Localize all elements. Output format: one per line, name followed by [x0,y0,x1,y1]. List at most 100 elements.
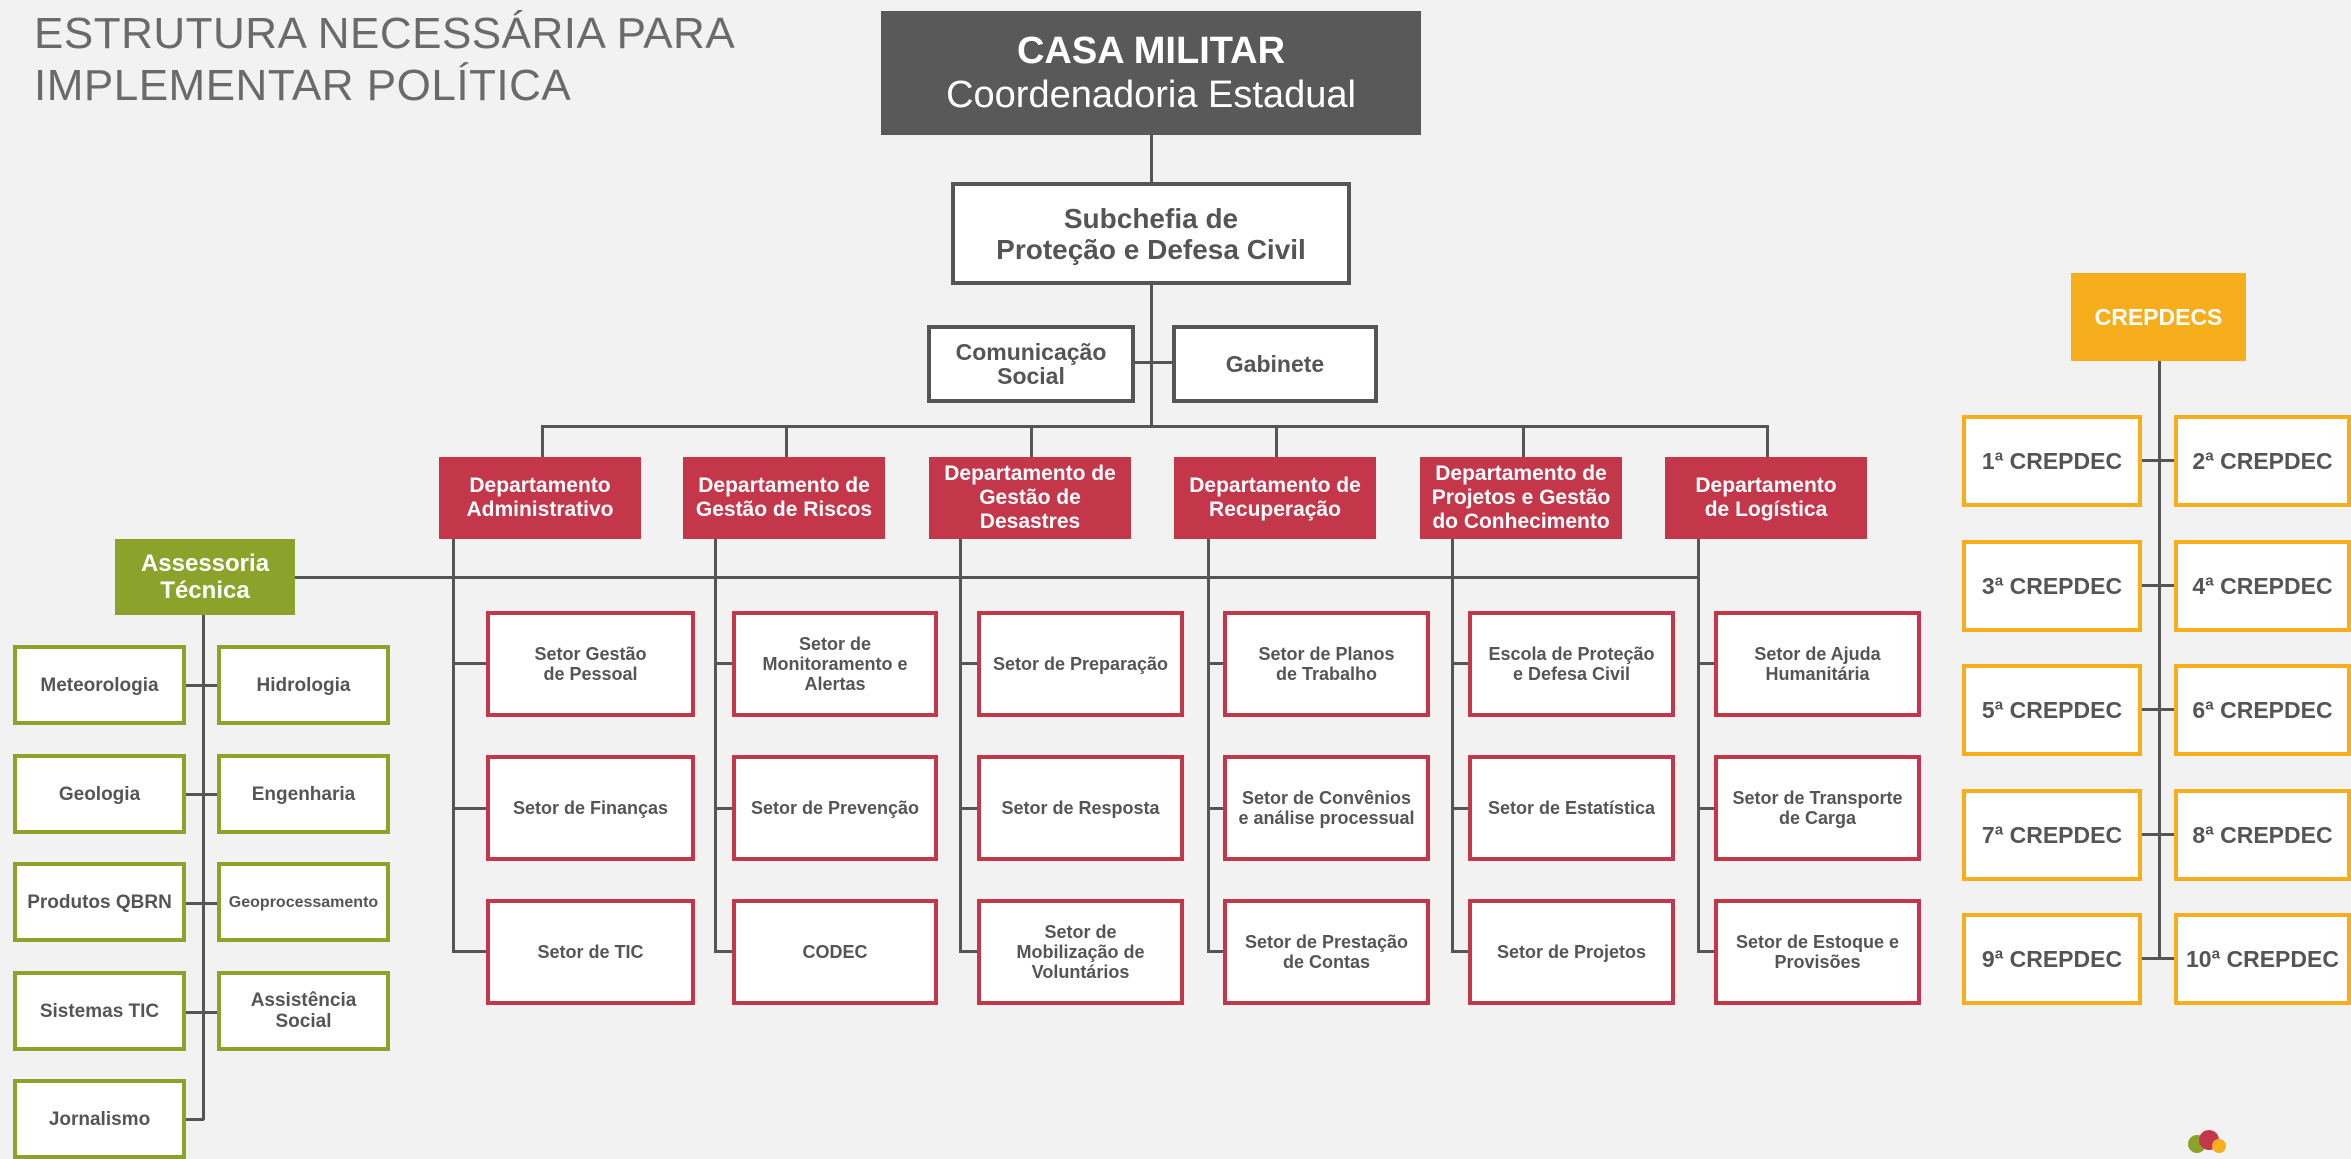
crepdec-label: 3ª CREPDEC [1981,572,2123,599]
comunicacao-line-1: Comunicação [955,339,1107,365]
sector-box: Escola de Proteção e Defesa Civil [1468,611,1675,717]
connector [1697,807,1717,810]
connector [2158,360,2161,960]
sector-box: Setor de Monitoramento e Alertas [732,611,938,717]
assessoria-item-label: Sistemas TIC [39,1000,160,1022]
department-line: do Conhecimento [1432,510,1610,533]
crepdec-label: 6ª CREPDEC [2192,696,2333,723]
sector-line: Escola de Proteção [1488,644,1655,664]
sector-line: e Defesa Civil [1512,664,1631,684]
crepdec-label: 2ª CREPDEC [2192,447,2333,474]
assessoria-item: Hidrologia [217,645,390,725]
department-line: Departamento [469,474,611,497]
sector-line: Humanitária [1765,664,1870,684]
page-title: ESTRUTURA NECESSÁRIA PARA IMPLEMENTAR PO… [34,8,934,112]
connector [1275,425,1278,458]
sector-box: Setor de Resposta [977,755,1184,861]
crepdec-label: 5ª CREPDEC [1981,696,2123,723]
connector [184,902,220,905]
crepdec-item: 6ª CREPDEC [2174,664,2351,756]
sector-box: Setor de TIC [486,899,695,1005]
department-line: Desastres [979,510,1081,533]
department-line: Recuperação [1209,498,1341,521]
connector [184,1011,220,1014]
connector [2140,833,2176,836]
sector-line: Setor de Planos [1258,644,1395,664]
crepdec-label: 10ª CREPDEC [2186,945,2339,972]
connector [714,950,734,953]
sector-box: Setor de Prestação de Contas [1223,899,1430,1005]
page-title-line-1: ESTRUTURA NECESSÁRIA PARA [34,9,736,58]
crepdec-item: 5ª CREPDEC [1962,664,2142,756]
sector-line: de Contas [1282,952,1370,972]
connector [1451,807,1471,810]
connector [452,662,488,665]
sector-line: Setor de [1044,922,1117,942]
sector-line: de Pessoal [543,664,638,684]
connector [452,807,488,810]
sector-line: Setor de Estatística [1487,798,1656,818]
sector-line: CODEC [802,942,868,962]
department-recuperacao: Departamento de Recuperação [1174,457,1376,539]
sector-box: Setor de Transporte de Carga [1714,755,1921,861]
assessoria-item: Meteorologia [13,645,186,725]
department-gestao-riscos: Departamento de Gestão de Riscos [683,457,885,539]
department-line: Gestão de Riscos [695,498,873,521]
sector-line: Setor de TIC [537,942,644,962]
assessoria-tecnica-box: Assessoria Técnica [115,539,295,615]
assessoria-item: Engenharia [217,754,390,834]
connector [541,425,1769,428]
sector-line: Setor de Projetos [1496,942,1647,962]
sector-box: Setor de Finanças [486,755,695,861]
crepdec-item: 9ª CREPDEC [1962,913,2142,1005]
sector-box: Setor de Estatística [1468,755,1675,861]
crepdec-label: 9ª CREPDEC [1981,945,2123,972]
casa-militar-subtitle: Coordenadoria Estadual [946,74,1356,116]
assessoria-item: Geoprocessamento [217,862,390,942]
connector [184,684,220,687]
crepdec-item: 8ª CREPDEC [2174,789,2351,881]
casa-militar-box: CASA MILITAR Coordenadoria Estadual [881,11,1421,135]
sector-line: Setor de Preparação [992,654,1169,674]
department-line: Departamento [1695,474,1837,497]
sector-line: Provisões [1774,952,1861,972]
connector [202,614,205,1120]
connector [1697,950,1717,953]
crepdec-label: 4ª CREPDEC [2192,572,2333,599]
connector [959,950,979,953]
sector-line: e análise processual [1238,808,1415,828]
crepdecs-box: CREPDECS [2071,273,2246,361]
assessoria-item-label: Meteorologia [40,674,159,696]
department-line: de Logística [1704,498,1828,521]
assessoria-item: Assistência Social [217,971,390,1051]
sector-box: Setor de Ajuda Humanitária [1714,611,1921,717]
assessoria-item: Jornalismo [13,1079,186,1159]
sector-box: Setor de Convênios e análise processual [1223,755,1430,861]
sector-line: Alertas [804,674,866,694]
connector [1207,662,1227,665]
connector [1766,425,1769,458]
assessoria-item: Geologia [13,754,186,834]
connector [2140,459,2176,462]
assessoria-item-label: Hidrologia [256,674,351,696]
connector [714,538,717,952]
connector [1697,538,1700,952]
sector-line: Voluntários [1031,962,1130,982]
sector-line: Setor de [798,634,872,654]
connector [1207,807,1227,810]
assessoria-item-label: Jornalismo [48,1108,151,1130]
subchefia-line-2: Proteção e Defesa Civil [996,233,1306,265]
connector [184,1118,204,1121]
sector-line: Mobilização de [1016,942,1145,962]
sector-line: Setor de Convênios [1241,788,1412,808]
department-logistica: Departamento de Logística [1665,457,1867,539]
department-line: Departamento de [1435,462,1607,485]
sector-line: Setor de Prestação [1244,932,1409,952]
connector [1030,425,1033,458]
assessoria-line-1: Assessoria [140,550,270,577]
connector [2140,584,2176,587]
crepdec-item: 1ª CREPDEC [1962,415,2142,507]
department-projetos-conhecimento: Departamento de Projetos e Gestão do Con… [1420,457,1622,539]
assessoria-item: Sistemas TIC [13,971,186,1051]
connector [1207,950,1227,953]
